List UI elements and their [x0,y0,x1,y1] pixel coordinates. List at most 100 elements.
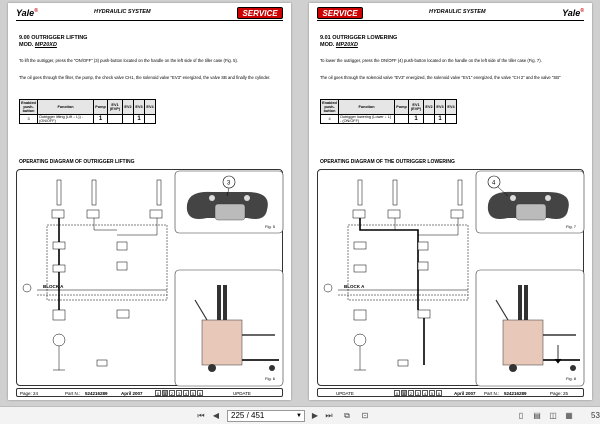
rev-box: 2 [408,390,414,396]
header-title: HYDRAULIC SYSTEM [94,9,151,15]
section-title: 9.00 OUTRIGGER LIFTING [19,35,88,41]
rev-box: 3 [176,390,182,396]
table-row: 3 Outrigger lifting (Lift ↓ L)) - (ON/OF… [19,114,156,124]
th-function: Function [37,99,94,115]
section-heading: 9.00 OUTRIGGER LIFTING MOD. MP20XD [19,35,87,49]
th-pump: Pump [93,99,108,115]
cell-function: Outrigger lifting (Lift ↓ L)) - (ON/OFF) [37,114,94,124]
footer-part: 524216289 [504,390,527,396]
footer-date: April 2007 [121,390,143,396]
page-header: SERVICE HYDRAULIC SYSTEM Yale® [317,7,584,21]
valve-table: Enabled push-button Function Pump EV1 (E… [320,99,457,124]
section-heading: 9.01 OUTRIGGER LOWERING MOD. MP20XD [320,35,397,49]
page-left: Yale® HYDRAULIC SYSTEM SERVICE 9.00 OUTR… [8,3,291,400]
page-indicator: 225 / 451 [231,411,265,420]
block-label: BLOCK A [344,284,365,289]
diagram-title: OPERATING DIAGRAM OF THE OUTRIGGER LOWER… [320,159,455,165]
fig-label-top: Fig. 7 [566,224,577,229]
page-header: Yale® HYDRAULIC SYSTEM SERVICE [16,7,283,21]
last-page-icon[interactable]: ⏭ [325,411,333,420]
cell-ev1 [107,114,123,124]
rev-box: 5 [429,390,435,396]
next-page-icon[interactable]: ▶ [311,411,319,420]
callout-number: 4 [492,181,496,187]
hydraulic-diagram: BLOCK A 4 Fig. 7 [317,169,585,387]
continuous-view-icon[interactable]: ▤ [533,411,541,420]
viewer-toolbar: ⏮ ◀ 225 / 451 ▼ ▶ ⏭ ⧉ ⊡ ▯ ▤ ◫ ▦ 53 [0,406,600,424]
model-name: MP20XD [335,42,358,48]
rev-box: 1 [401,390,407,396]
copy-icon[interactable]: ⧉ [344,411,350,420]
cell-button: 4 [320,114,339,124]
th-ev1: EV1 (EVP) [408,99,424,115]
cell-ev3: 1 [434,114,446,124]
single-page-view-icon[interactable]: ▯ [518,411,524,420]
footer-page: Page: 25 [550,390,569,396]
th-pump: Pump [394,99,409,115]
paragraph-1: To lift the outrigger, press the "ON/OFF… [19,58,238,63]
revision-boxes: 0 1 2 3 4 5 6 [155,390,203,396]
table-row: 4 Outrigger lowering (Lower ↓ L) - (ON/O… [320,114,457,124]
zoom-level[interactable]: 53 [591,411,600,420]
th-ev3: EV3 [133,99,145,115]
revision-boxes: 0 1 2 3 4 5 6 [394,390,442,396]
footer-date: April 2007 [454,390,476,396]
footer-part-label: Part N.: [484,390,500,396]
callout-number: 3 [227,181,231,187]
footer-part: 524216289 [85,390,108,396]
rev-box: 6 [197,390,203,396]
rev-box: 4 [183,390,189,396]
page-footer: UPDATE 0 1 2 3 4 5 6 April 2007 Part N.:… [317,388,584,397]
previous-page-icon[interactable]: ◀ [212,411,220,420]
cell-ev4 [445,114,457,124]
cell-ev4 [144,114,156,124]
cell-ev1: 1 [408,114,424,124]
th-ev2: EV2 [423,99,435,115]
th-enabled: Enabled push-button [320,99,339,115]
page-number-input[interactable]: 225 / 451 ▼ [227,410,305,422]
block-label: BLOCK A [43,284,64,289]
rev-box: 0 [155,390,161,396]
paragraph-2: The oil goes through the filter, the pum… [19,75,271,80]
cell-ev3: 1 [133,114,145,124]
hydraulic-schematic: BLOCK A 4 Fig. 7 [323,170,585,387]
th-ev1: EV1 (EVP) [107,99,123,115]
first-page-icon[interactable]: ⏮ [197,411,205,420]
hydraulic-diagram: BLOCK A 3 Fig. 5 [16,169,284,387]
model-label: MOD. [320,42,335,48]
rev-box: 4 [422,390,428,396]
valve-table: Enabled push-button Function Pump EV1 (E… [19,99,156,124]
model-label: MOD. [19,42,34,48]
cell-pump: 1 [93,114,108,124]
th-enabled: Enabled push-button [19,99,38,115]
chevron-down-icon[interactable]: ▼ [296,413,302,419]
service-badge: SERVICE [237,7,283,19]
fig-label-bottom: Fig. 6 [265,376,276,381]
page-right: SERVICE HYDRAULIC SYSTEM Yale® 9.01 OUTR… [309,3,592,400]
paragraph-1: To lower the outrigger, press the ON/OFF… [320,58,542,63]
model-name: MP20XD [34,42,57,48]
hydraulic-schematic: BLOCK A 3 Fig. 5 [22,170,284,387]
footer-part-label: Part N.: [65,390,81,396]
two-page-view-icon[interactable]: ◫ [549,411,557,420]
footer-update: UPDATE [233,390,251,396]
stacker-truck-illustration [495,285,580,372]
cell-ev2 [423,114,435,124]
yale-logo: Yale® [16,8,38,18]
th-ev3: EV3 [434,99,446,115]
page-footer: Page: 24 Part N.: 524216289 April 2007 0… [16,388,283,397]
rev-box: 5 [190,390,196,396]
rev-box: 2 [169,390,175,396]
header-title: HYDRAULIC SYSTEM [429,9,486,15]
diagram-title: OPERATING DIAGRAM OF OUTRIGGER LIFTING [19,159,135,165]
grid-view-icon[interactable]: ▦ [565,411,573,420]
cell-function: Outrigger lowering (Lower ↓ L) - (ON/OFF… [338,114,395,124]
stacker-truck-illustration [194,285,279,372]
fig-label-top: Fig. 5 [265,224,276,229]
tiller-handle-illustration: 3 [186,175,268,221]
rev-box: 6 [436,390,442,396]
th-function: Function [338,99,395,115]
fit-page-icon[interactable]: ⊡ [361,411,369,420]
section-title: 9.01 OUTRIGGER LOWERING [320,35,398,41]
